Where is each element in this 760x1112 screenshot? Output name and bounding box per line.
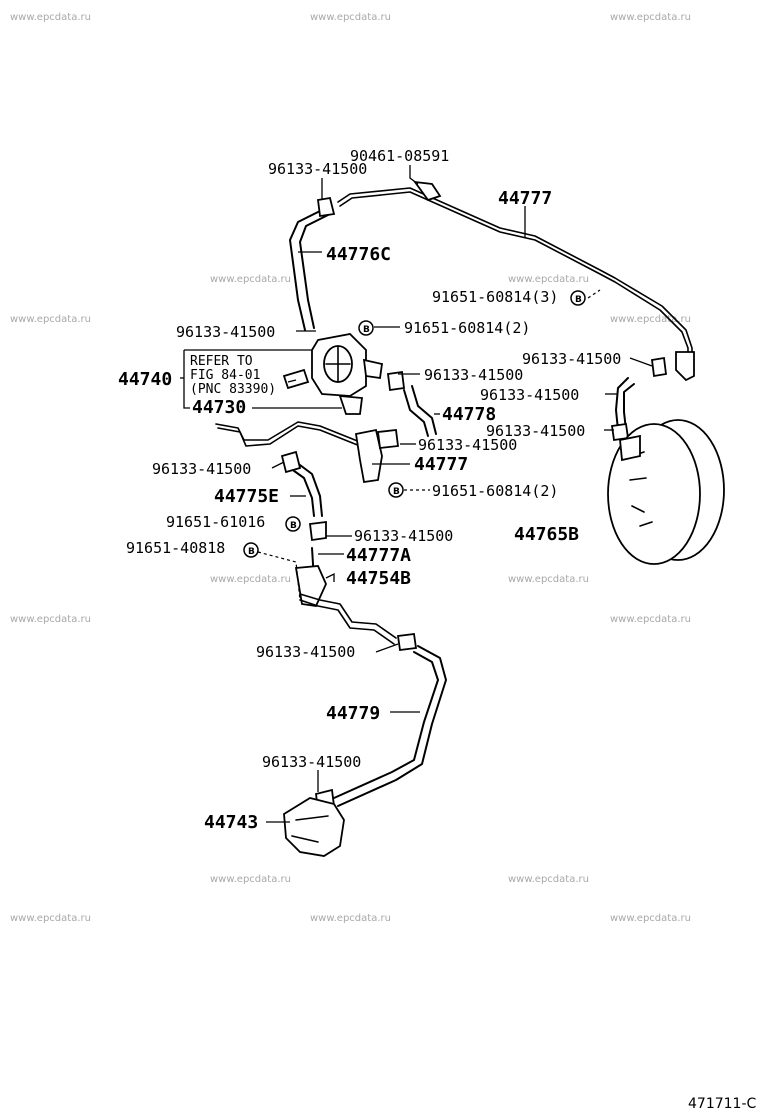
- vacuum-pipe-upper-edge: [337, 187, 693, 363]
- pipe-end-bracket: [675, 351, 695, 382]
- check-valve: [354, 428, 383, 484]
- bolt-symbol: B: [358, 320, 374, 336]
- svg-text:B: B: [248, 547, 255, 557]
- label-96133-41500: 96133-41500: [256, 643, 355, 661]
- label-44775e: 44775E: [214, 486, 279, 507]
- label-44765b: 44765B: [514, 524, 579, 545]
- valve-connector: [282, 368, 310, 390]
- label-96133-41500: 96133-41500: [522, 350, 621, 368]
- watermark: www.epcdata.ru: [210, 274, 291, 285]
- dashed-leader: [257, 551, 301, 601]
- watermark: www.epcdata.ru: [508, 874, 589, 885]
- refer-note-line2: FIG 84-01: [190, 368, 260, 383]
- watermark: www.epcdata.ru: [508, 574, 589, 585]
- svg-text:B: B: [363, 325, 370, 335]
- label-96133-41500: 96133-41500: [354, 527, 453, 545]
- pipe-clamp: [413, 180, 442, 202]
- label-91651-60814-2: 91651-60814(2): [432, 482, 558, 500]
- hose-clamp: [308, 520, 327, 542]
- bracket-44754b: [294, 565, 327, 607]
- watermark: www.epcdata.ru: [508, 274, 589, 285]
- hose-44775e-edge: [295, 461, 323, 517]
- watermark: www.epcdata.ru: [610, 314, 691, 325]
- booster-hose: [615, 377, 629, 431]
- label-44777a: 44777A: [346, 545, 411, 566]
- hose-44776c-edge: [299, 213, 331, 329]
- hose-clamp: [316, 196, 336, 218]
- hose-44778-edge: [411, 385, 437, 435]
- label-44779: 44779: [326, 703, 380, 724]
- bolt-symbol: B: [570, 290, 586, 306]
- label-90461-08591: 90461-08591: [350, 147, 449, 165]
- leader-lines: [180, 165, 653, 823]
- watermark: www.epcdata.ru: [210, 574, 291, 585]
- label-91651-60814-3: 91651-60814(3): [432, 288, 558, 306]
- hose-clamp: [386, 370, 406, 392]
- label-91651-40818: 91651-40818: [126, 539, 225, 557]
- label-44743: 44743: [204, 812, 258, 833]
- label-96133-41500: 96133-41500: [424, 366, 523, 384]
- watermark: www.epcdata.ru: [310, 12, 391, 23]
- hose-44779-edge: [337, 645, 447, 807]
- bolt-symbol: B: [243, 542, 259, 558]
- label-44777: 44777: [414, 454, 468, 475]
- bolt-symbol: B: [285, 516, 301, 532]
- svg-text:B: B: [575, 295, 582, 305]
- bolt-symbol: B: [388, 482, 404, 498]
- watermark: www.epcdata.ru: [10, 314, 91, 325]
- valve-fitting: [362, 358, 384, 380]
- label-96133-41500: 96133-41500: [418, 436, 517, 454]
- watermark: www.epcdata.ru: [210, 874, 291, 885]
- brake-booster: [607, 419, 725, 565]
- label-96133-41500: 96133-41500: [268, 160, 367, 178]
- vacuum-pipe-lower: [299, 593, 397, 639]
- vacuum-tank-44743: [283, 797, 345, 857]
- label-44777: 44777: [498, 188, 552, 209]
- watermark: www.epcdata.ru: [610, 913, 691, 924]
- hose-clamp: [280, 450, 302, 474]
- hose-clamp: [650, 356, 668, 378]
- tank-detail: [291, 815, 329, 843]
- watermark: www.epcdata.ru: [610, 12, 691, 23]
- svg-text:B: B: [393, 487, 400, 497]
- hose-44779: [333, 651, 439, 799]
- vacuum-pipe-middle-edge: [215, 421, 361, 443]
- label-96133-41500: 96133-41500: [262, 753, 361, 771]
- valve-bracket: [338, 394, 364, 415]
- watermark: www.epcdata.ru: [610, 614, 691, 625]
- label-44778: 44778: [442, 404, 496, 425]
- watermark: www.epcdata.ru: [10, 913, 91, 924]
- part-labels: 90461-08591 96133-41500 44777 44776C 916…: [118, 147, 621, 833]
- refer-note-line1: REFER TO: [190, 354, 253, 369]
- figure-code: 471711-C: [688, 1096, 756, 1112]
- label-91651-60814-2: 91651-60814(2): [404, 319, 530, 337]
- hose-44775e: [289, 467, 315, 517]
- hose-44778: [403, 389, 429, 437]
- label-44776c: 44776C: [326, 244, 391, 265]
- refer-note-line3: (PNC 83390): [190, 382, 276, 397]
- watermark: www.epcdata.ru: [310, 913, 391, 924]
- vacuum-pipe-upper: [339, 191, 689, 363]
- label-44730: 44730: [192, 397, 246, 418]
- check-valve-cap: [376, 429, 400, 449]
- booster-hose-edge: [623, 383, 635, 431]
- watermarks: www.epcdata.ru www.epcdata.ru www.epcdat…: [10, 12, 691, 924]
- label-96133-41500: 96133-41500: [152, 460, 251, 478]
- label-44740: 44740: [118, 369, 172, 390]
- label-96133-41500: 96133-41500: [480, 386, 579, 404]
- hose-clamp: [396, 632, 418, 652]
- svg-text:B: B: [290, 521, 297, 531]
- hose-44776c: [289, 209, 323, 331]
- watermark: www.epcdata.ru: [10, 614, 91, 625]
- watermark: www.epcdata.ru: [10, 12, 91, 23]
- label-96133-41500: 96133-41500: [176, 323, 275, 341]
- label-96133-41500: 96133-41500: [486, 422, 585, 440]
- vacuum-pipe-lower-edge: [299, 599, 395, 645]
- label-91651-61016: 91651-61016: [166, 513, 265, 531]
- valve-detail: [325, 345, 351, 383]
- label-44754b: 44754B: [346, 568, 411, 589]
